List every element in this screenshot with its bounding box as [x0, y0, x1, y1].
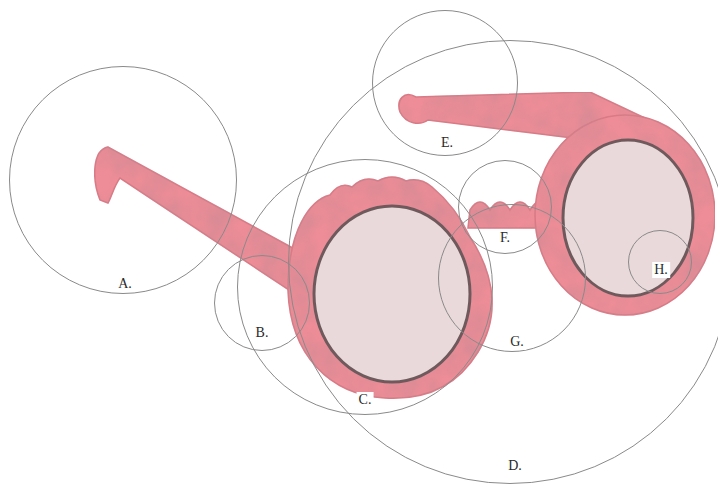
callout-letter: G. — [508, 334, 526, 350]
callout-letter: F. — [498, 230, 512, 246]
callout-circle: B. — [214, 255, 310, 351]
callout-circle: C. — [237, 159, 493, 415]
callout-letter: D. — [506, 458, 524, 474]
callout-circle: F. — [458, 160, 552, 254]
callout-circle: A. — [9, 66, 237, 294]
callout-letter: B. — [254, 325, 271, 341]
callout-letter: H. — [652, 262, 670, 278]
circle-outline — [438, 204, 586, 352]
callout-letter: A. — [116, 276, 134, 292]
callout-letter: C. — [357, 392, 374, 408]
callout-circle: H. — [628, 230, 692, 294]
callout-circle: E. — [372, 10, 518, 156]
circle-outline — [237, 159, 493, 415]
callout-circle: G. — [438, 204, 586, 352]
circle-outline — [9, 66, 237, 294]
callout-letter: E. — [439, 135, 455, 151]
